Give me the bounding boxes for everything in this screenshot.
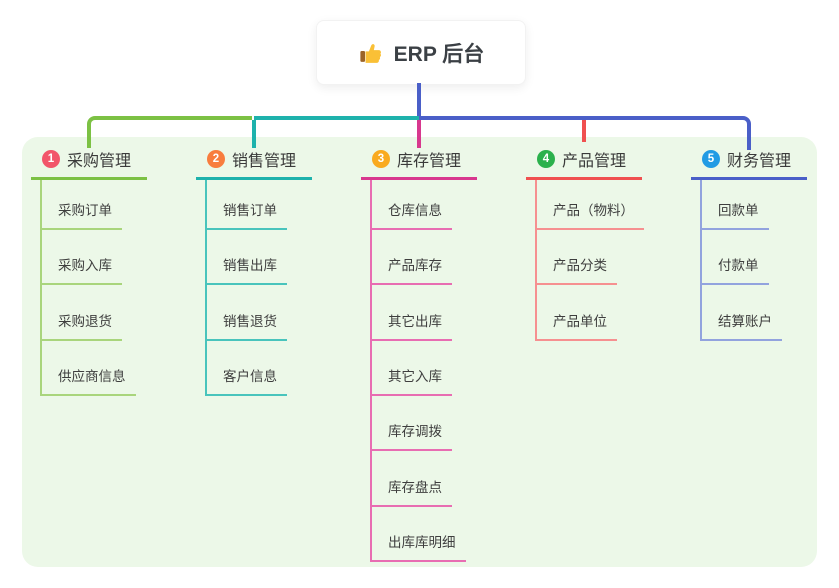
connector-elbow: [419, 116, 751, 150]
branch-number-badge: 3: [372, 149, 390, 168]
connector-line: [417, 83, 421, 116]
child-node[interactable]: 回款单: [700, 201, 769, 230]
child-node[interactable]: 采购订单: [40, 201, 122, 230]
branch-number-badge: 4: [537, 149, 555, 168]
child-node[interactable]: 产品分类: [535, 256, 617, 285]
child-node[interactable]: 结算账户: [700, 312, 782, 341]
child-node[interactable]: 产品单位: [535, 312, 617, 341]
branch-trunk-line: [535, 180, 537, 341]
child-node[interactable]: 客户信息: [205, 367, 287, 396]
child-node[interactable]: 销售退货: [205, 312, 287, 341]
child-node[interactable]: 出库库明细: [370, 533, 466, 562]
child-node[interactable]: 销售订单: [205, 201, 287, 230]
child-node[interactable]: 产品库存: [370, 256, 452, 285]
branch-title: 采购管理: [67, 152, 132, 170]
branch-node[interactable]: 2 销售管理: [196, 148, 312, 180]
connector-line: [254, 116, 419, 120]
child-node[interactable]: 其它出库: [370, 312, 452, 341]
root-node[interactable]: ERP 后台: [316, 20, 526, 85]
connector-line: [417, 120, 421, 148]
branch-node[interactable]: 4 产品管理: [526, 148, 642, 180]
branch-number-badge: 5: [702, 149, 720, 168]
child-node[interactable]: 仓库信息: [370, 201, 452, 230]
branch-trunk-line: [205, 180, 207, 396]
child-node[interactable]: 采购入库: [40, 256, 122, 285]
branch-node[interactable]: 5 财务管理: [691, 148, 807, 180]
child-node[interactable]: 销售出库: [205, 256, 287, 285]
child-node[interactable]: 付款单: [700, 256, 769, 285]
branch-number-badge: 1: [42, 149, 60, 168]
branch-trunk-line: [40, 180, 42, 396]
child-node[interactable]: 产品（物料）: [535, 201, 644, 230]
connector-line: [582, 120, 586, 142]
child-node[interactable]: 供应商信息: [40, 367, 136, 396]
branch-title: 库存管理: [397, 152, 462, 170]
connector-elbow: [87, 116, 252, 148]
root-node-label: ERP 后台: [393, 42, 485, 66]
child-node[interactable]: 其它入库: [370, 367, 452, 396]
thumbs-up-icon: [358, 40, 384, 66]
branch-trunk-line: [700, 180, 702, 341]
branch-title: 财务管理: [727, 152, 792, 170]
mindmap-panel: [22, 137, 817, 567]
branch-node[interactable]: 3 库存管理: [361, 148, 477, 180]
child-node[interactable]: 采购退货: [40, 312, 122, 341]
branch-node[interactable]: 1 采购管理: [31, 148, 147, 180]
child-node[interactable]: 库存盘点: [370, 478, 452, 507]
branch-trunk-line: [370, 180, 372, 562]
branch-number-badge: 2: [207, 149, 225, 168]
child-node[interactable]: 库存调拨: [370, 422, 452, 451]
connector-line: [252, 120, 256, 148]
branch-title: 销售管理: [232, 152, 297, 170]
branch-title: 产品管理: [562, 152, 627, 170]
